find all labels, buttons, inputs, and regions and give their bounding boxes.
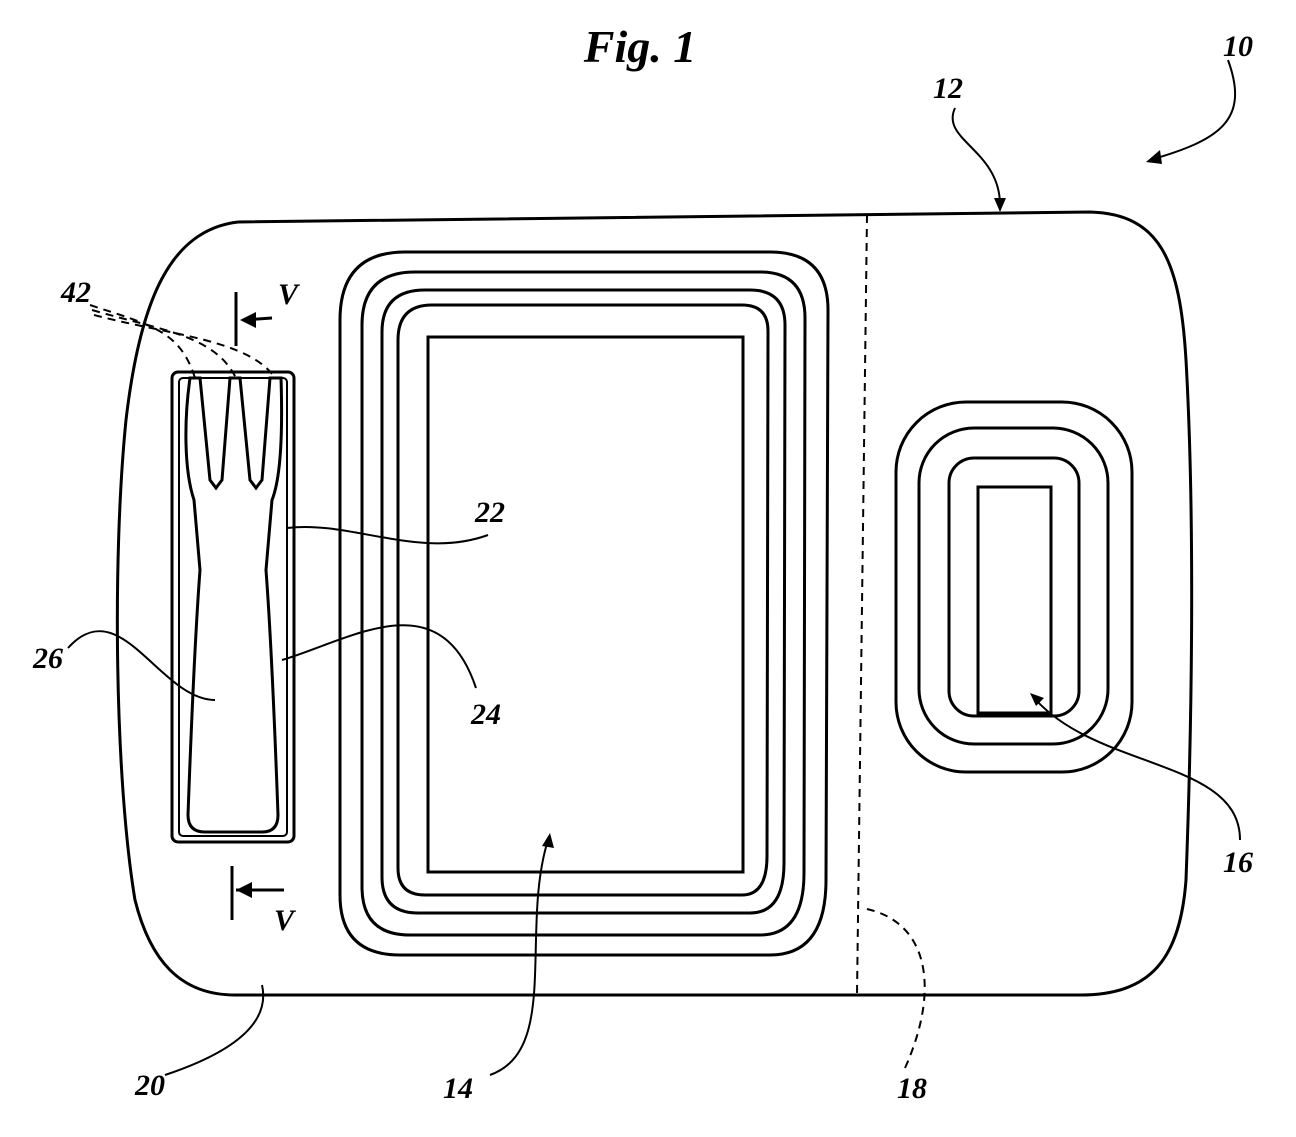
ref-26: 26 bbox=[32, 642, 63, 675]
leader-14 bbox=[490, 840, 548, 1075]
leader-18 bbox=[862, 908, 925, 1068]
ref-12: 12 bbox=[933, 72, 963, 105]
main-compartment bbox=[340, 252, 828, 955]
leader-22 bbox=[287, 527, 488, 543]
utensil-recess-inner bbox=[179, 378, 287, 836]
ref-20: 20 bbox=[134, 1069, 165, 1102]
main-compartment-floor bbox=[428, 337, 743, 872]
arrow-16 bbox=[1030, 693, 1044, 706]
ref-18: 18 bbox=[897, 1072, 927, 1105]
fork-utensil bbox=[186, 378, 282, 832]
section-marker-top bbox=[236, 292, 272, 346]
arrow-12 bbox=[994, 198, 1006, 212]
side-compartment bbox=[896, 402, 1132, 772]
ref-v-top: V bbox=[278, 278, 301, 311]
ref-16: 16 bbox=[1223, 846, 1253, 879]
leader-12 bbox=[953, 108, 1000, 205]
ref-42: 42 bbox=[60, 276, 91, 309]
ref-24: 24 bbox=[470, 698, 501, 731]
tine-leader-3 bbox=[94, 315, 275, 378]
ref-10: 10 bbox=[1223, 30, 1253, 63]
arrow-14 bbox=[542, 833, 554, 848]
arrow-10 bbox=[1146, 150, 1162, 164]
ref-v-bottom: V bbox=[274, 904, 297, 937]
leader-16 bbox=[1036, 700, 1240, 840]
leader-24 bbox=[282, 625, 476, 688]
figure-title: Fig. 1 bbox=[583, 21, 696, 72]
leader-10 bbox=[1150, 60, 1235, 160]
ref-14: 14 bbox=[443, 1072, 473, 1105]
ref-22: 22 bbox=[474, 496, 505, 529]
tine-leader-1 bbox=[90, 305, 195, 378]
leader-20 bbox=[165, 985, 263, 1075]
fold-line bbox=[857, 215, 867, 995]
tray-outline bbox=[117, 212, 1191, 995]
